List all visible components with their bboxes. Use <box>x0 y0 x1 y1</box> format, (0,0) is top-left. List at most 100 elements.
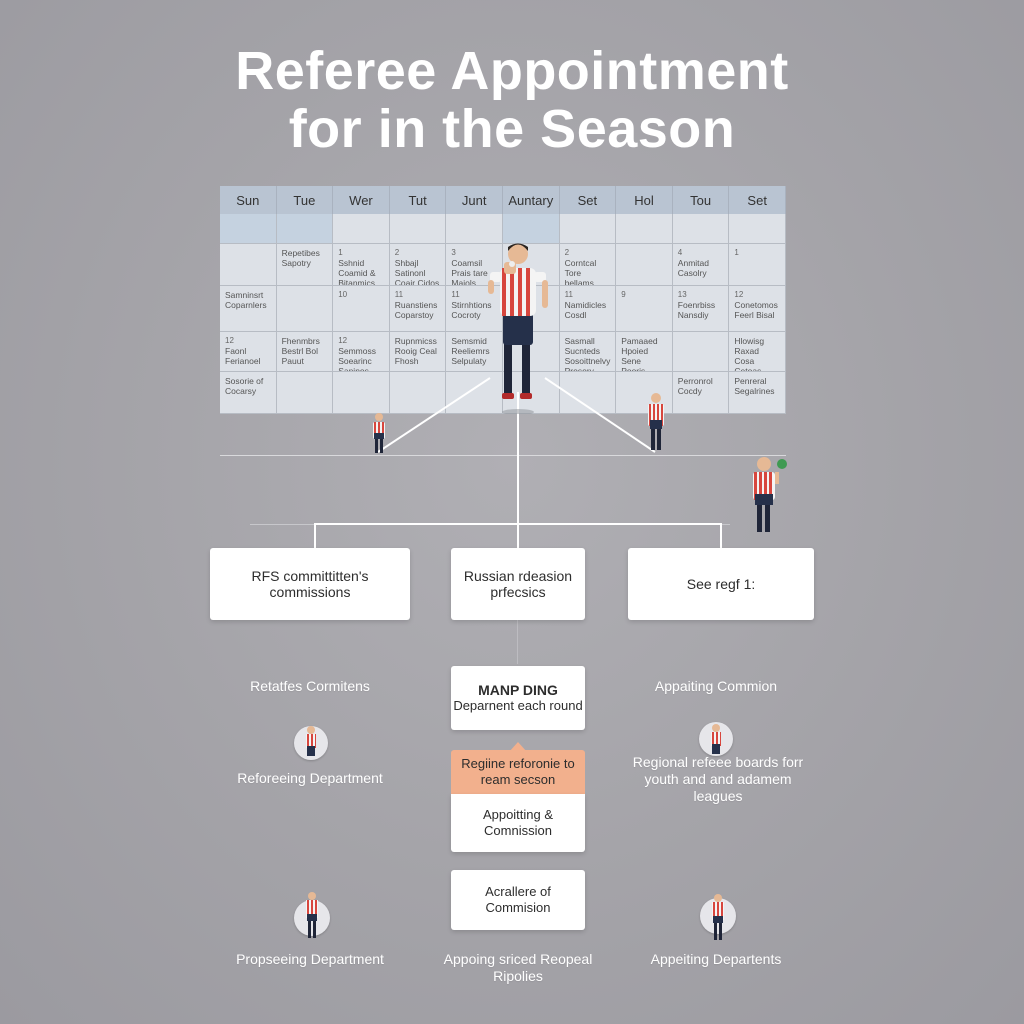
calendar-date-number: 3 <box>451 248 456 257</box>
calendar-cell <box>389 214 447 244</box>
calendar-cell: Rupnmicss Rooig Ceal Fhosh <box>389 332 447 372</box>
calendar-cell: Penreral Segalrines <box>729 372 786 414</box>
calendar-day-header: Set <box>559 186 617 214</box>
label-right-appointing-departments: Appeiting Departents <box>650 951 782 967</box>
calendar-cell: Semsmid Reeliemrs Selpulaty <box>446 332 503 372</box>
calendar-cell: Repetibes Sapotry <box>276 244 334 286</box>
calendar-cell <box>729 214 786 244</box>
calendar-date-number: 11 <box>394 290 404 299</box>
calendar-event-text: Coamsil Prais tare Maiols <box>451 258 488 286</box>
referee-avatar-icon-3 <box>711 724 721 754</box>
calendar-event-text: Perronrol Cocdy <box>677 376 713 396</box>
label-left-refereeing: Reforeeing Department <box>237 770 383 786</box>
calendar-cell: Sosorie of Cocarsy <box>220 372 277 414</box>
box-manp-ding: MANP DING Deparnent each round <box>451 666 585 730</box>
calendar-cell <box>220 214 277 244</box>
calendar-cell <box>333 372 390 414</box>
referee-figure-small-right <box>648 393 664 450</box>
calendar-date-number: 13 <box>677 290 687 299</box>
calendar-day-header: Junt <box>446 186 503 214</box>
calendar-date-number: 12 <box>225 336 234 345</box>
calendar-date-number: 1 <box>338 248 343 257</box>
trunk-line <box>517 392 519 524</box>
calendar-day-header: Sun <box>220 186 277 214</box>
calendar-cell: Samninsrt Coparnlers <box>220 286 277 332</box>
calendar-cell <box>616 214 673 244</box>
calendar-event-text: Corntcal Tore bellams <box>564 258 597 286</box>
calendar-event-text: Sshnid Coamid & Bitanmics Sourie <box>338 258 376 286</box>
branch-center-drop <box>517 523 519 549</box>
diag-left <box>377 377 491 453</box>
referee-figure-main <box>488 243 548 414</box>
calendar-event-text: Ruanstiens Coparstoy <box>394 300 438 320</box>
calendar-event-text: Penreral Segalrines <box>734 376 775 396</box>
label-right-appointing: Appaiting Commion <box>654 678 778 694</box>
calendar-event-text: Faonl Ferianoel <box>225 346 261 366</box>
calendar-day-header: Wer <box>333 186 390 214</box>
referee-avatar-icon-4 <box>712 894 724 940</box>
calendar-day-header: Hol <box>616 186 673 214</box>
calendar-event-text: Repetibes Sapotry <box>281 248 320 268</box>
caret-icon <box>509 742 527 752</box>
calendar-cell <box>446 372 503 414</box>
calendar-event-text: Hlowisg Raxad Cosa Cetoas <box>734 336 765 372</box>
calendar-event-text: Anmitad Casolry <box>677 258 709 278</box>
calendar-date-number: 11 <box>451 290 460 299</box>
calendar-date-number: 2 <box>394 248 400 257</box>
referee-avatar-icon-2 <box>306 892 318 938</box>
calendar-day-header: Tou <box>672 186 730 214</box>
calendar-event-text: Rupnmicss Rooig Ceal Fhosh <box>394 336 437 366</box>
calendar-date-number: 12 <box>338 336 348 345</box>
calendar-date-number: 11 <box>564 290 573 299</box>
calendar-event-text: Namidicles Cosdl <box>564 300 607 320</box>
ground-line <box>220 455 786 456</box>
calendar-date-number: 1 <box>734 248 739 257</box>
calendar-cell <box>616 244 673 286</box>
calendar-cell <box>220 244 277 286</box>
branch-left-drop <box>314 523 316 549</box>
calendar-event-text: Conetomos Feerl Bisal <box>734 300 778 320</box>
calendar-cell <box>559 214 617 244</box>
calendar-event-text: Semsmid Reeliemrs Selpulaty <box>451 336 490 366</box>
center-down-line <box>517 620 518 664</box>
page-title-line1: Referee Appointment <box>235 41 789 101</box>
page-title-line2: for in the Season <box>288 99 736 159</box>
calendar-date-number: 4 <box>677 248 683 257</box>
calendar-day-header: Set <box>729 186 786 214</box>
calendar-event-text: Fhenmbrs Bestrl Bol Pauut <box>281 336 320 366</box>
calendar-date-number: 10 <box>338 290 348 299</box>
diag-right <box>544 377 656 453</box>
calendar-day-header: Tut <box>389 186 447 214</box>
calendar-cell: Hlowisg Raxad Cosa Cetoas <box>729 332 786 372</box>
box-russian-federation: Russian rdeasion prfecsics <box>451 548 585 620</box>
whistle-icon <box>509 261 515 267</box>
flag-icon <box>777 459 787 469</box>
calendar-date-number: 12 <box>734 290 744 299</box>
label-left-proposing: Propseeing Department <box>236 951 384 967</box>
calendar-event-text: Pamaaed Hpoied Sene Pooris <box>621 336 658 372</box>
label-right-regional-boards: Regional refeee boards forr youth and an… <box>632 754 804 804</box>
box-see-reg: See regf 1: <box>628 548 814 620</box>
referee-avatar-icon <box>306 726 316 756</box>
calendar-date-number: 2 <box>564 248 570 257</box>
calendar-cell: Perronrol Cocdy <box>672 372 730 414</box>
calendar-date-number: 9 <box>621 290 626 299</box>
calendar-day-header: Tue <box>276 186 334 214</box>
calendar-cell <box>503 214 560 244</box>
calendar-cell: Pamaaed Hpoied Sene Pooris <box>616 332 673 372</box>
label-left-committees: Retatfes Cormitens <box>250 678 370 694</box>
referee-figure-flag <box>753 457 787 532</box>
calendar-cell <box>276 214 334 244</box>
calendar-cell <box>672 332 730 372</box>
calendar-event-text: Samninsrt Coparnlers <box>225 290 267 310</box>
calendar-event-text: Sosorie of Cocarsy <box>225 376 264 396</box>
